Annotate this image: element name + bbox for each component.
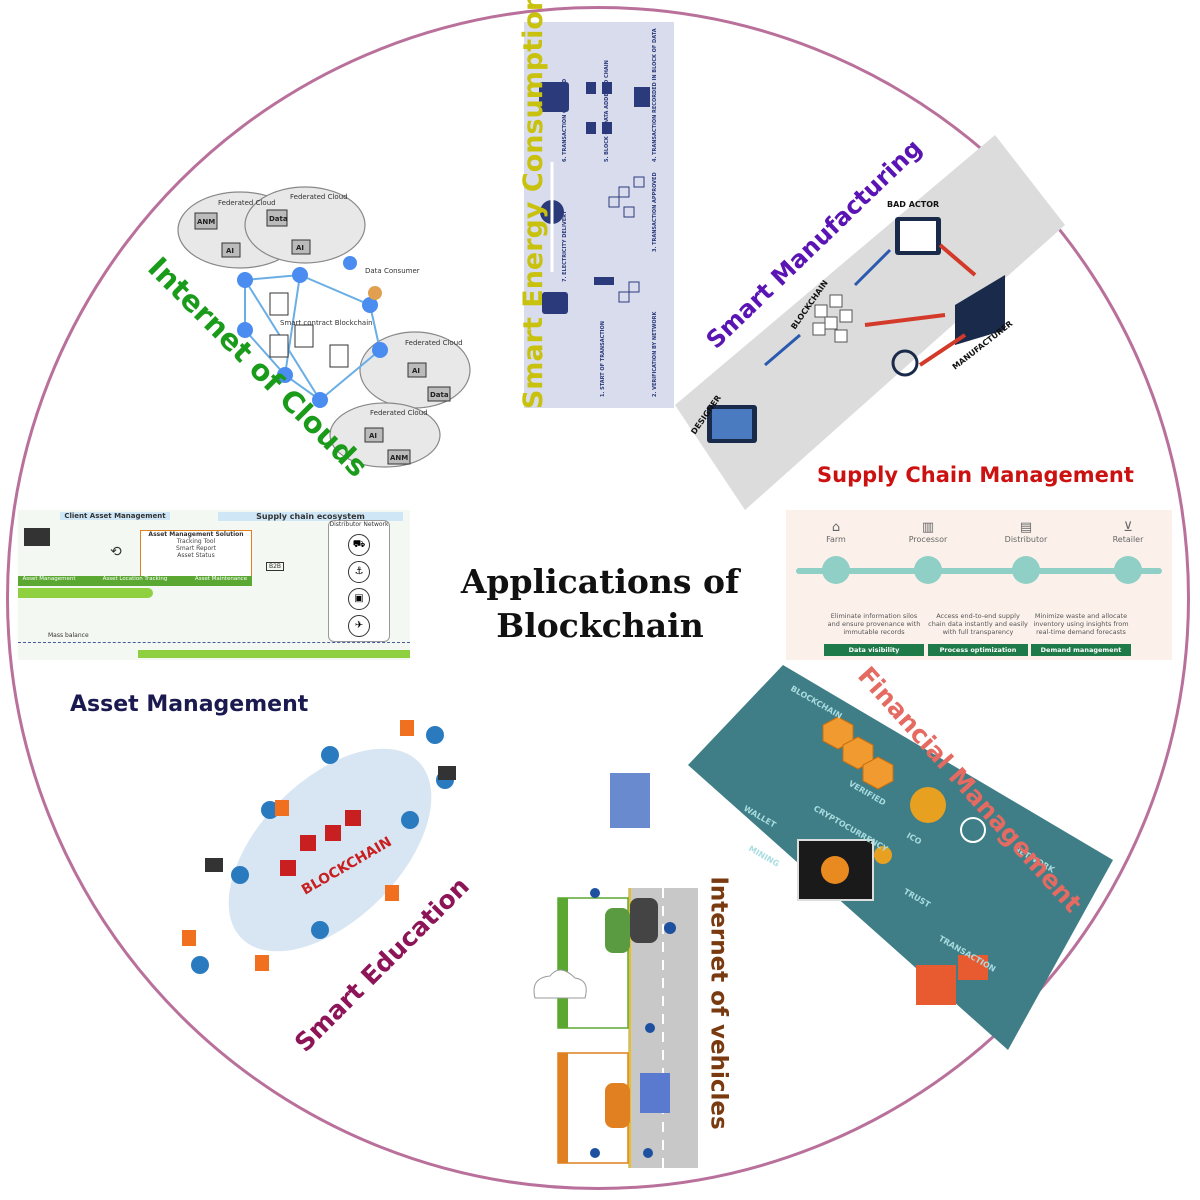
refresh-icon: ⟲ [110, 544, 122, 560]
teal-circle-3 [1012, 556, 1040, 584]
outer-ring [6, 6, 1190, 1190]
smart-manufacturing-image: DESIGNER BLOCKCHAIN BAD ACTOR MANUFACTUR… [675, 135, 1065, 510]
svg-text:Federated Cloud: Federated Cloud [370, 409, 428, 417]
solution-box: Asset Management Solution Tracking Tool … [140, 530, 252, 578]
solution-title: Asset Management Solution [148, 531, 244, 538]
supply-description-3: Minimize waste and allocate inventory us… [1033, 612, 1129, 636]
asset-management-image: Client Asset Management Supply chain eco… [18, 510, 410, 660]
car-icon [605, 908, 630, 953]
svg-text:2. VERIFICATION BY NETWORK: 2. VERIFICATION BY NETWORK [652, 310, 658, 397]
plane-icon: ✈ [348, 615, 370, 637]
smart-education-image: BLOCKCHAIN [170, 700, 490, 1010]
tag-demand-management: Demand management [1031, 644, 1131, 656]
svg-text:5. BLOCK OF DATA ADDED TO CHAI: 5. BLOCK OF DATA ADDED TO CHAIN [604, 60, 610, 162]
node-label: ANM [197, 218, 215, 226]
svg-text:AI: AI [412, 367, 420, 375]
tag-process-optimization: Process optimization [928, 644, 1028, 656]
stage-distributor: ▤Distributor [1004, 520, 1048, 544]
svg-text:ANM: ANM [390, 454, 408, 462]
laptop-icon [24, 528, 50, 546]
truck-icon: ⛟ [348, 534, 370, 556]
svg-text:4. TRANSACTION RECORDED IN BLO: 4. TRANSACTION RECORDED IN BLOCK OF DATA [652, 28, 658, 162]
federated-cloud-2 [244, 186, 366, 264]
svg-text:1. START OF TRANSACTION: 1. START OF TRANSACTION [600, 321, 606, 397]
network-box: Distributor Network ⛟ ⚓ ▣ ✈ [328, 520, 390, 642]
mass-balance-label: Mass balance [48, 632, 89, 639]
svg-text:Data: Data [430, 391, 449, 399]
stage-processor: ▥Processor [908, 520, 948, 544]
teal-circle-4 [1114, 556, 1142, 584]
financial-management-image: BLOCKCHAIN WALLET VERIFIED MINING CRYPTO… [688, 665, 1113, 1050]
svg-text:BAD ACTOR: BAD ACTOR [887, 200, 939, 209]
ship-icon: ⚓ [348, 561, 370, 583]
smart-energy-label: Smart Energy Consumption [518, 0, 550, 410]
bitcoin-icon [821, 856, 849, 884]
svg-text:AI: AI [226, 247, 234, 255]
center-title: Applications of Blockchain [420, 560, 780, 648]
teal-circle-2 [914, 556, 942, 584]
building-icon [610, 773, 650, 828]
tag-data-visibility: Data visibility [824, 644, 924, 656]
network-title: Distributor Network [329, 521, 389, 528]
asset-tab-3: Asset Maintenance [190, 576, 252, 586]
b2b-label: B2B [266, 562, 285, 571]
house-icon [542, 292, 568, 314]
svg-text:Federated Cloud: Federated Cloud [290, 193, 348, 201]
client-asset-title: Client Asset Management [60, 512, 170, 520]
teal-band [796, 568, 1162, 574]
svg-text:Federated Cloud: Federated Cloud [405, 339, 463, 347]
center-title-line-1: Applications of [460, 562, 740, 601]
internet-of-vehicles-label: Internet of vehicles [705, 876, 732, 1130]
svg-text:AI: AI [296, 244, 304, 252]
stage-retailer: ⊻Retailer [1112, 520, 1144, 544]
svg-text:AI: AI [369, 432, 377, 440]
center-title-line-2: Blockchain [496, 606, 704, 645]
solution-item: Tracking Tool [176, 538, 216, 545]
supply-chain-image: ⌂Farm ▥Processor ▤Distributor ⊻Retailer … [786, 510, 1172, 660]
svg-text:Smart contract Blockchain: Smart contract Blockchain [280, 319, 373, 327]
asset-tab-2: Asset Location Tracking [80, 576, 190, 586]
teal-circle-1 [822, 556, 850, 584]
stage-farm: ⌂Farm [826, 520, 846, 544]
smart-energy-image: 1. START OF TRANSACTION 2. VERIFICATION … [524, 22, 674, 408]
supply-chain-label: Supply Chain Management [817, 463, 1134, 487]
green-bar [18, 588, 153, 598]
bottom-green-bar [138, 650, 410, 658]
internet-of-vehicles-image [530, 768, 698, 1168]
solution-item: Asset Status [177, 552, 215, 559]
asset-management-label: Asset Management [70, 692, 309, 717]
svg-text:Federated Cloud: Federated Cloud [218, 199, 276, 207]
supply-description-2: Access end-to-end supply chain data inst… [928, 612, 1028, 636]
asset-tab-1: Asset Management [18, 576, 80, 586]
svg-text:6. TRANSACTION COMPLETED: 6. TRANSACTION COMPLETED [562, 79, 568, 162]
svg-text:3. TRANSACTION APPROVED: 3. TRANSACTION APPROVED [652, 172, 658, 252]
federated-cloud-4 [329, 402, 441, 468]
svg-text:Data Consumer: Data Consumer [365, 267, 420, 275]
supply-ecosystem-title: Supply chain ecosystem [218, 512, 403, 521]
internet-of-clouds-image: ANM AI Data AI AI Data AI ANM Federated … [170, 185, 475, 470]
svg-text:Data: Data [269, 215, 288, 223]
svg-text:MINING: MINING [747, 844, 781, 869]
supply-description-1: Eliminate information silos and ensure p… [827, 612, 921, 636]
svg-text:7. ELECTRICITY DELIVERY: 7. ELECTRICITY DELIVERY [562, 210, 568, 282]
dashed-line [18, 642, 410, 643]
solution-item: Smart Report [176, 545, 216, 552]
train-icon: ▣ [348, 588, 370, 610]
